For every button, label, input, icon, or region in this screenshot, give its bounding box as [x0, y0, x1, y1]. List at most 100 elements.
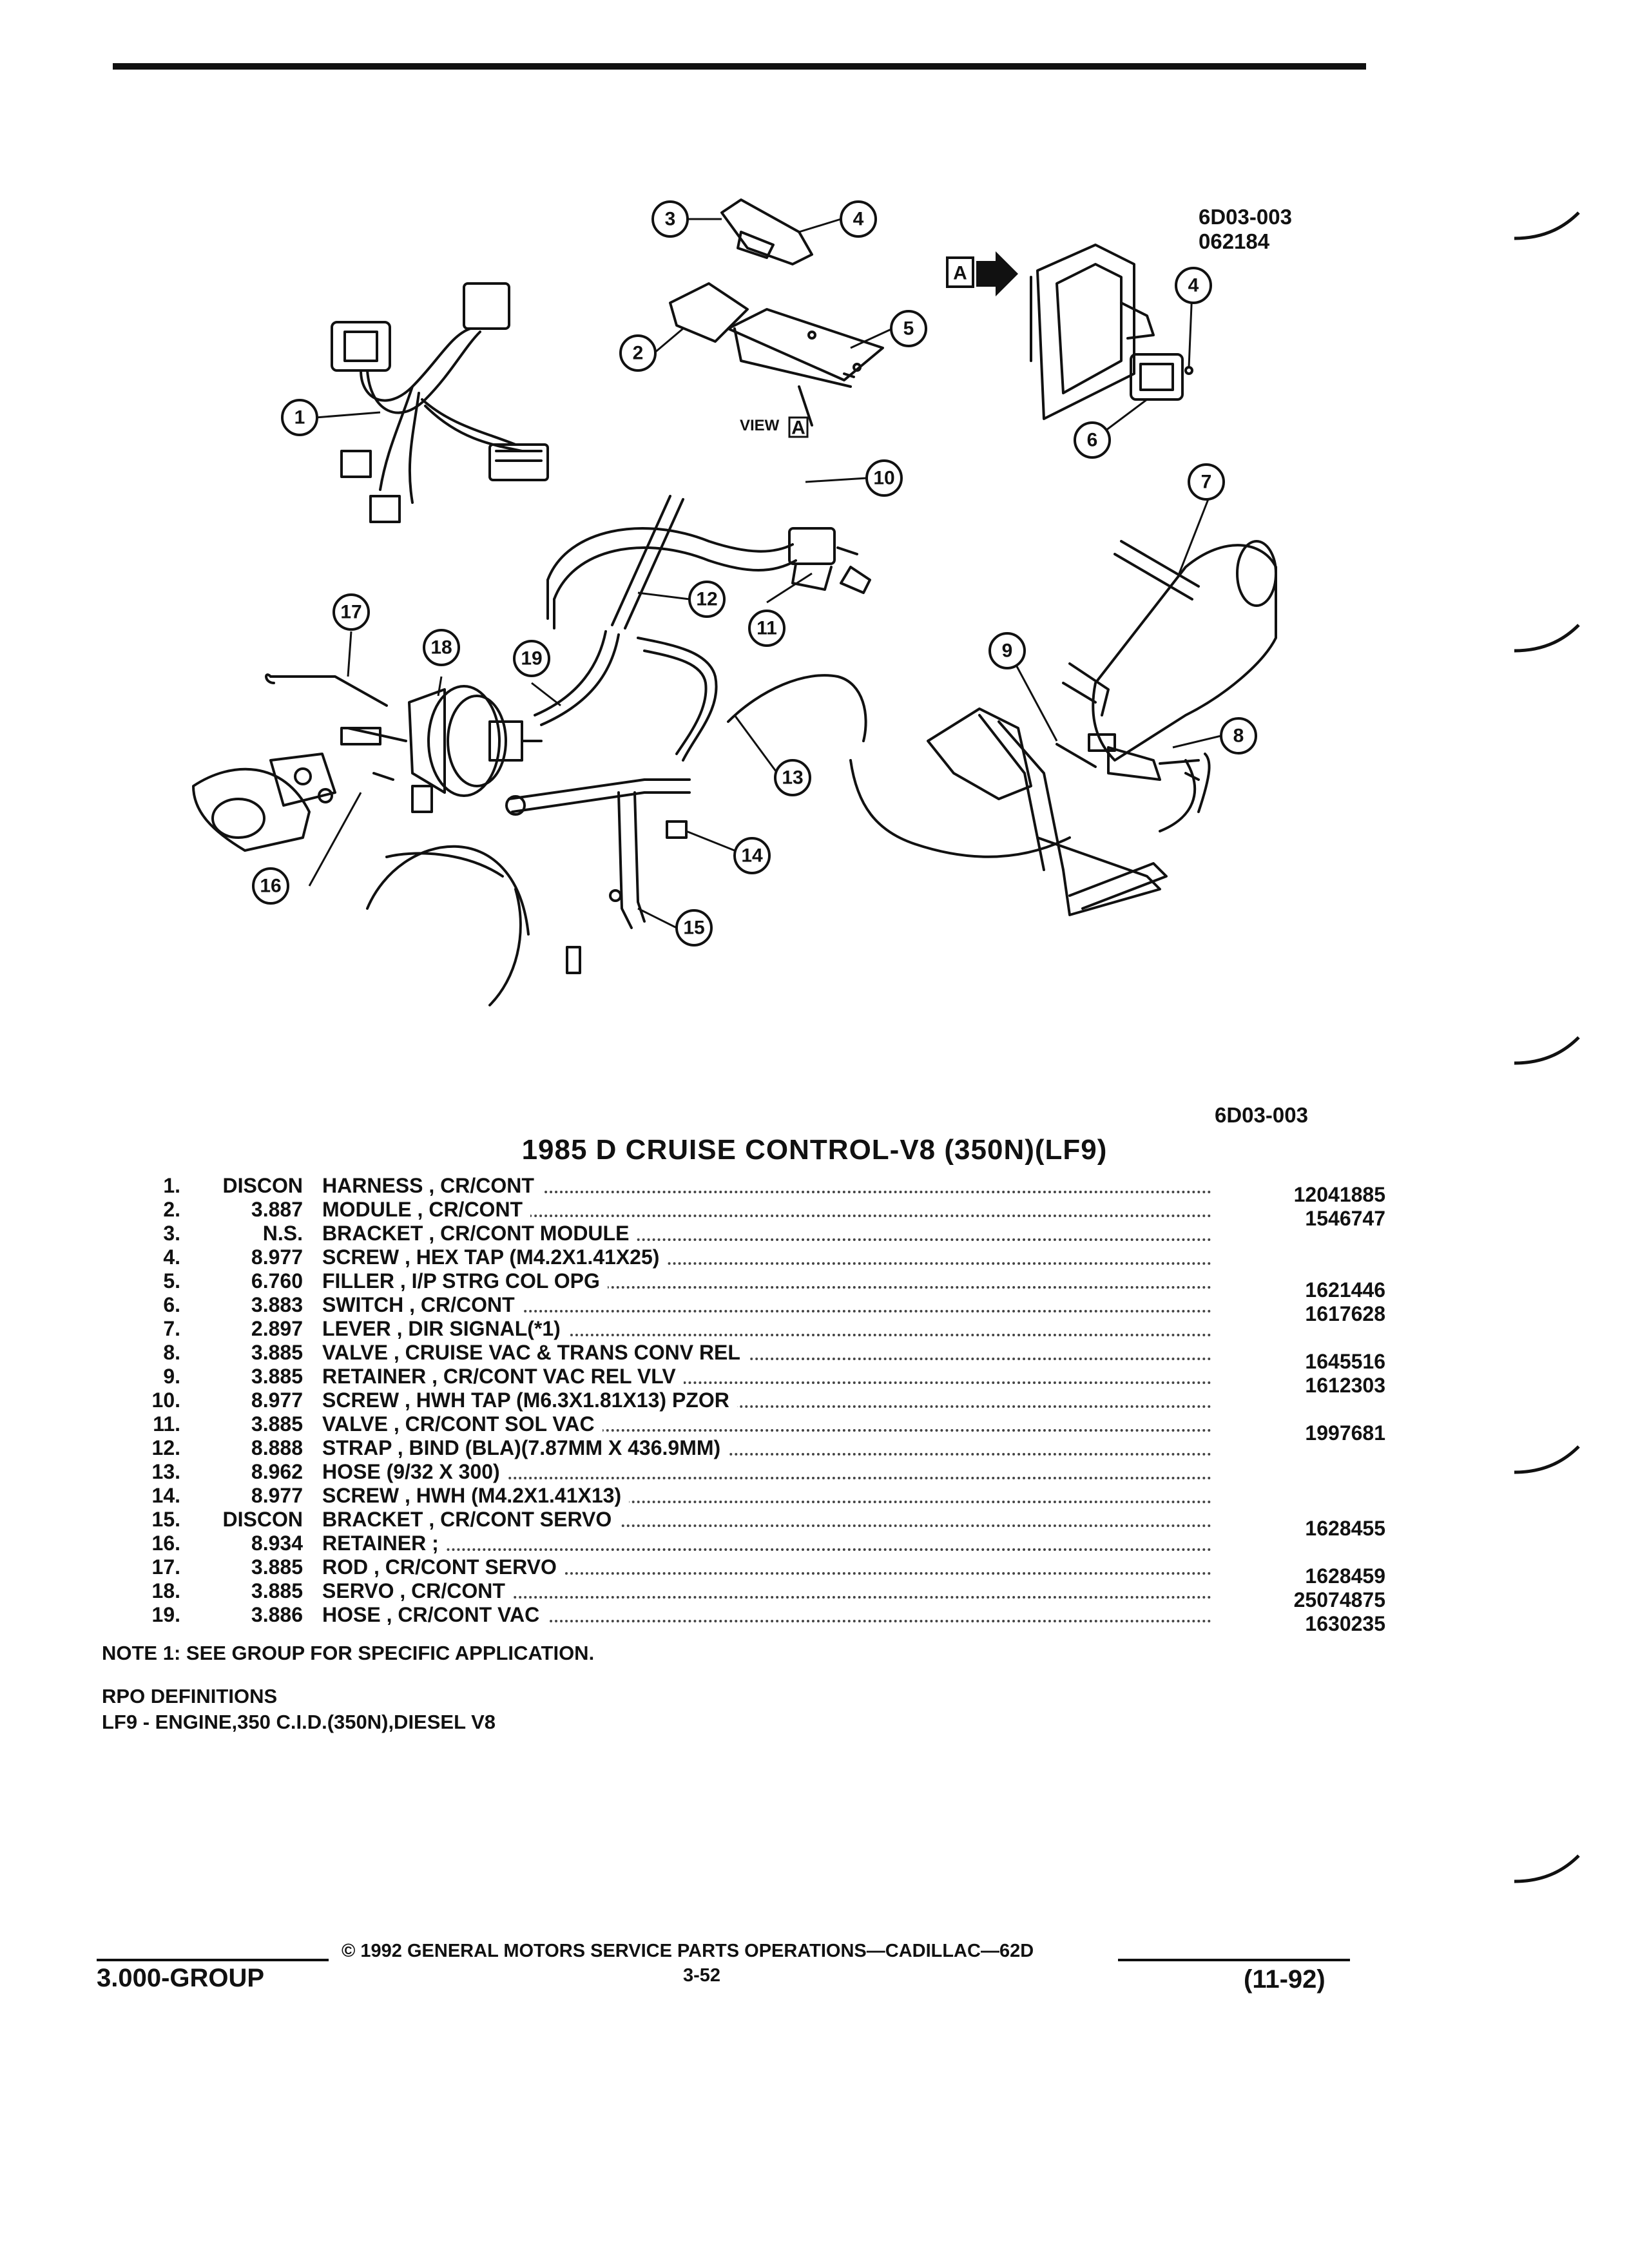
callout-3: 3 — [651, 200, 689, 238]
item-number: 3. — [163, 1222, 180, 1245]
footer-page-number: 3-52 — [683, 1965, 721, 1986]
leader-dots — [329, 1238, 1211, 1241]
item-description: BRACKET , CR/CONT MODULE — [322, 1222, 637, 1245]
footnote: NOTE 1: SEE GROUP FOR SPECIFIC APPLICATI… — [102, 1642, 595, 1664]
item-description: LEVER , DIR SIGNAL(*1) — [322, 1317, 568, 1341]
part-number: 1621446 — [1305, 1278, 1385, 1302]
module-bracket-drawing — [669, 198, 884, 427]
item-group: 3.883 — [251, 1293, 303, 1316]
leader-dots — [329, 1215, 1211, 1217]
item-number: 17. — [151, 1555, 180, 1579]
parts-row: 3. N.S. BRACKET , CR/CONT MODULE — [97, 1222, 1385, 1245]
leader-dots — [329, 1453, 1211, 1456]
callout-11: 11 — [748, 610, 786, 647]
part-number: 25074875 — [1293, 1588, 1385, 1611]
item-description: HOSE , CR/CONT VAC — [322, 1603, 548, 1627]
item-number: 18. — [151, 1579, 180, 1602]
callouts: 1 2 3 4 4 5 6 7 8 9 10 11 12 13 14 15 16… — [252, 200, 1257, 947]
vacuum-hoses-drawing — [534, 495, 1211, 858]
item-group: 3.886 — [251, 1603, 303, 1626]
leader-dots — [329, 1358, 1211, 1360]
item-group: 3.885 — [251, 1555, 303, 1579]
part-number: 1628455 — [1305, 1517, 1385, 1540]
callout-10: 10 — [865, 459, 903, 497]
item-description: ROD , CR/CONT SERVO — [322, 1555, 564, 1579]
item-number: 10. — [151, 1389, 180, 1412]
servo-rod-drawing — [265, 673, 407, 745]
svg-text:14: 14 — [741, 845, 763, 867]
footer-rule-right — [1118, 1959, 1350, 1961]
item-description: SCREW , HWH TAP (M6.3X1.81X13) PZOR — [322, 1389, 737, 1412]
leader-dots — [329, 1381, 1211, 1384]
svg-text:A: A — [953, 263, 967, 284]
svg-text:6: 6 — [1087, 430, 1098, 451]
item-description: RETAINER ; — [322, 1532, 447, 1555]
item-number: 8. — [163, 1341, 180, 1364]
callout-16: 16 — [252, 867, 289, 905]
parts-row: 17. 3.885 ROD , CR/CONT SERVO 1628459 — [97, 1555, 1385, 1588]
part-number: 1612303 — [1305, 1374, 1385, 1397]
leader-dots — [329, 1191, 1211, 1193]
svg-text:1: 1 — [294, 407, 305, 428]
item-description: SCREW , HEX TAP (M4.2X1.41X25) — [322, 1245, 668, 1269]
fan-shroud-drawing — [366, 845, 581, 1006]
callout-4a: 4 — [840, 200, 877, 238]
item-description: RETAINER , CR/CONT VAC REL VLV — [322, 1365, 684, 1389]
rpo-definition: LF9 - ENGINE,350 C.I.D.(350N),DIESEL V8 — [102, 1711, 496, 1733]
item-description: BRACKET , CR/CONT SERVO — [322, 1508, 620, 1532]
item-group: DISCON — [222, 1174, 303, 1197]
rpo-heading: RPO DEFINITIONS — [102, 1685, 278, 1707]
item-description: VALVE , CRUISE VAC & TRANS CONV REL — [322, 1341, 748, 1365]
leader-dots — [329, 1596, 1211, 1599]
parts-row: 10. 8.977 SCREW , HWH TAP (M6.3X1.81X13) P… — [97, 1389, 1385, 1412]
callout-15: 15 — [675, 909, 713, 947]
leader-dots — [329, 1620, 1211, 1622]
leader-dots — [329, 1548, 1211, 1551]
view-a-arrow-icon: A — [946, 251, 1018, 296]
item-group: 3.885 — [251, 1579, 303, 1602]
steering-column-drawing — [1062, 540, 1277, 762]
servo-drawing — [408, 685, 543, 813]
svg-text:18: 18 — [430, 637, 452, 658]
leader-dots — [329, 1572, 1211, 1575]
item-group: N.S. — [262, 1222, 303, 1245]
part-number: 1645516 — [1305, 1350, 1385, 1373]
callout-19: 19 — [513, 640, 550, 677]
item-group: 8.888 — [251, 1436, 303, 1459]
callout-7: 7 — [1188, 463, 1225, 501]
item-number: 1. — [163, 1174, 180, 1197]
svg-text:4: 4 — [853, 209, 864, 230]
item-group: 3.885 — [251, 1341, 303, 1364]
part-number: 1628459 — [1305, 1564, 1385, 1588]
svg-text:15: 15 — [683, 918, 704, 939]
callout-14: 14 — [733, 837, 771, 874]
item-description: SWITCH , CR/CONT — [322, 1293, 523, 1317]
footer-date: (11-92) — [1244, 1965, 1325, 1994]
figure-code-top: 6D03-003 — [1199, 205, 1292, 229]
throttle-linkage-drawing — [192, 753, 394, 852]
item-description: STRAP , BIND (BLA)(7.87MM X 436.9MM) — [322, 1436, 729, 1460]
brake-pedal-drawing — [927, 707, 1200, 916]
item-number: 4. — [163, 1245, 180, 1269]
leader-dots — [329, 1334, 1211, 1336]
item-description: MODULE , CR/CONT — [322, 1198, 531, 1222]
item-number: 13. — [151, 1460, 180, 1483]
figure-date-code: 062184 — [1199, 229, 1270, 253]
footer-group: 3.000-GROUP — [97, 1964, 265, 1992]
leader-dots — [329, 1286, 1211, 1289]
item-group: 8.977 — [251, 1389, 303, 1412]
item-group: DISCON — [222, 1508, 303, 1531]
leader-dots — [329, 1477, 1211, 1479]
part-number: 12041885 — [1293, 1183, 1385, 1206]
svg-text:16: 16 — [260, 876, 281, 897]
